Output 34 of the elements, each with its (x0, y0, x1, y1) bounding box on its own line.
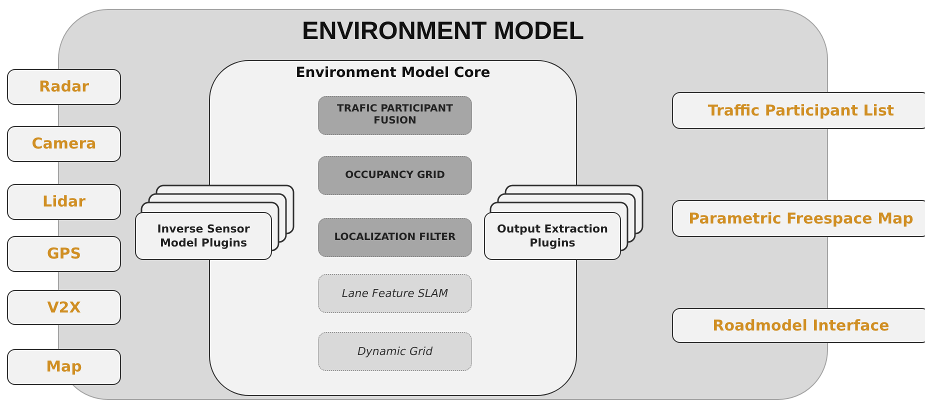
box-label: Lidar (42, 192, 86, 212)
box-label: Roadmodel Interface (712, 316, 890, 335)
output-box (672, 200, 925, 237)
input-box (7, 290, 121, 325)
output-box (672, 92, 925, 129)
box-label: OCCUPANCY GRID (344, 169, 446, 182)
input-box (7, 126, 121, 162)
input-box (7, 69, 121, 105)
box-label: Dynamic Grid (356, 344, 434, 358)
box-label: Radar (38, 78, 90, 96)
box-label: Output Extraction Plugins (496, 222, 609, 250)
box-label: Parametric Freespace Map (688, 209, 914, 228)
module-box (318, 274, 472, 313)
input-box (7, 236, 121, 272)
output-box (672, 308, 925, 343)
box-label: TRAFIC PARTICIPANT FUSION (336, 103, 454, 128)
module-box (318, 156, 472, 195)
box-label: Camera (30, 134, 98, 154)
box-label: Map (45, 358, 83, 376)
input-box (7, 349, 121, 385)
box-label: Traffic Participant List (706, 101, 896, 120)
plugin-card (135, 212, 272, 260)
box-label: LOCALIZATION FILTER (333, 231, 457, 244)
module-box (318, 218, 472, 257)
box-label: Inverse Sensor Model Plugins (156, 222, 251, 250)
module-box (318, 96, 472, 135)
module-box (318, 332, 472, 371)
box-label: GPS (46, 244, 82, 264)
plugin-card (484, 212, 621, 260)
panel-title: ENVIRONMENT MODEL (302, 16, 584, 47)
panel-title: Environment Model Core (296, 65, 490, 82)
box-label: V2X (46, 298, 82, 317)
box-label: Lane Feature SLAM (340, 286, 450, 300)
input-box (7, 184, 121, 220)
